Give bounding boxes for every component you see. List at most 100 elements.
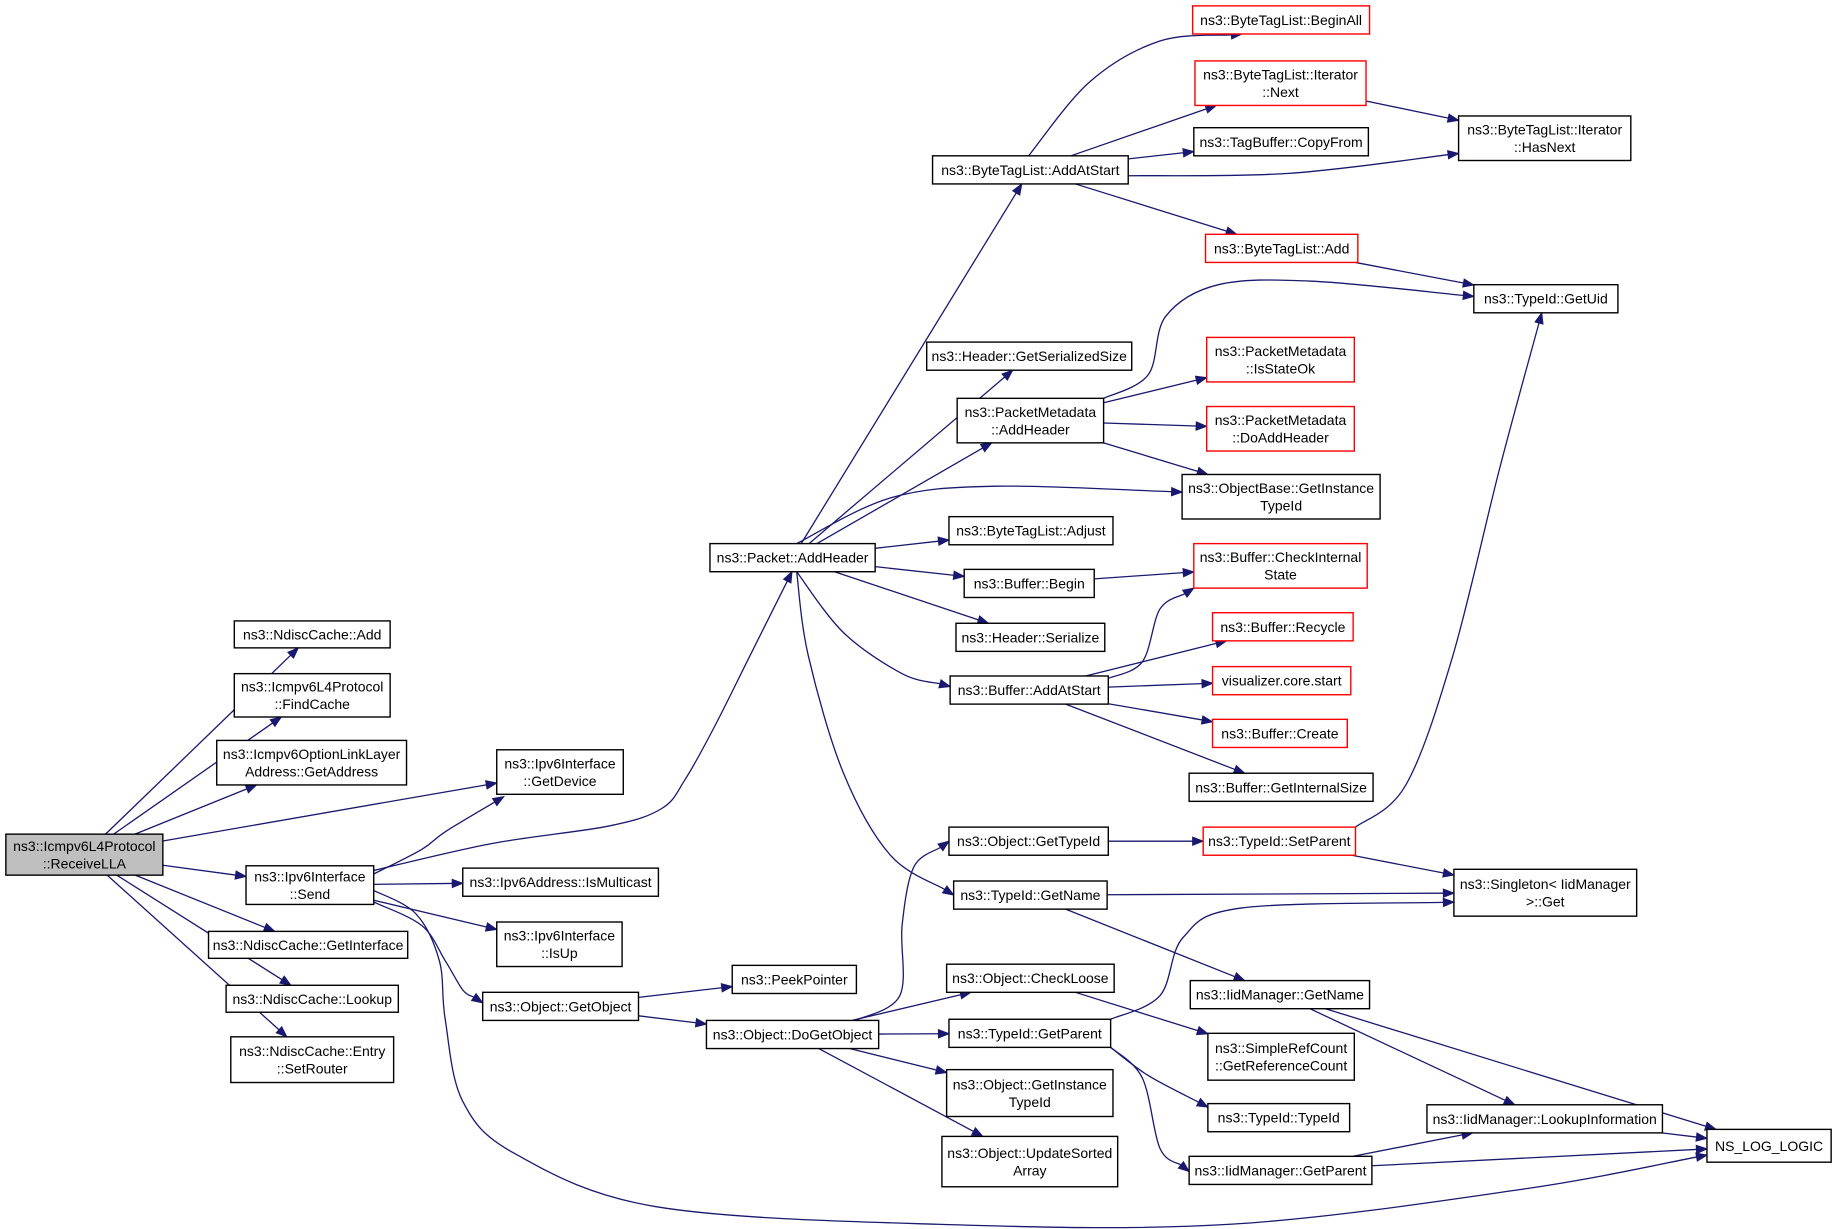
- node-typeid_getparent[interactable]: ns3::TypeId::GetParent: [948, 1018, 1112, 1049]
- edge-root-to-getaddress: [134, 784, 258, 835]
- node-iid_getparent[interactable]: ns3::IidManager::GetParent: [1188, 1155, 1373, 1186]
- node-btl_beginall[interactable]: ns3::ByteTagList::BeginAll: [1191, 5, 1371, 35]
- node-box: [1193, 126, 1370, 157]
- node-header_serialize[interactable]: ns3::Header::Serialize: [955, 622, 1106, 653]
- edge-pm_addheader-to-getuid: [1103, 279, 1476, 399]
- node-label: NS_LOG_LOGIC: [1715, 1138, 1823, 1154]
- edge-line: [638, 1015, 697, 1024]
- arrowhead-icon: [1442, 868, 1456, 878]
- node-simplerefcount[interactable]: ns3::SimpleRefCount::GetReferenceCount: [1207, 1032, 1356, 1081]
- arrowhead-icon: [1442, 897, 1456, 908]
- node-typeid_typeid[interactable]: ns3::TypeId::TypeId: [1207, 1102, 1351, 1133]
- node-buffer_begin[interactable]: ns3::Buffer::Begin: [963, 568, 1095, 599]
- node-setrouter[interactable]: ns3::NdiscCache::Entry::SetRouter: [230, 1036, 395, 1084]
- edge-line: [1075, 183, 1227, 232]
- edge-buffer_addatstart-to-vis_start: [1108, 678, 1214, 689]
- edge-typeid_getname-to-singleton_get: [1107, 888, 1456, 899]
- node-send[interactable]: ns3::Ipv6Interface::Send: [245, 865, 375, 906]
- node-buffer_getinternalsize[interactable]: ns3::Buffer::GetInternalSize: [1188, 772, 1374, 803]
- node-singleton_get[interactable]: ns3::Singleton< IidManager>::Get: [1453, 868, 1638, 917]
- edge-typeid_setparent-to-singleton_get: [1351, 854, 1456, 878]
- node-typeid_getname[interactable]: ns3::TypeId::GetName: [952, 880, 1108, 910]
- node-iid_lookupinfo[interactable]: ns3::IidManager::LookupInformation: [1426, 1104, 1664, 1134]
- edge-pm_addheader-to-pm_doaddheader: [1103, 421, 1209, 431]
- node-ismulticast[interactable]: ns3::Ipv6Address::IsMulticast: [462, 867, 660, 897]
- node-getaddress[interactable]: ns3::Icmpv6OptionLinkLayerAddress::GetAd…: [216, 739, 408, 786]
- node-box: [1211, 665, 1352, 696]
- node-box: [956, 397, 1105, 444]
- node-obj_checkloose[interactable]: ns3::Object::CheckLoose: [945, 963, 1115, 994]
- arrowhead-icon: [485, 780, 499, 790]
- edge-line: [1371, 1148, 1697, 1167]
- edge-line: [134, 788, 248, 835]
- edge-addheader-to-header_serialize: [834, 571, 990, 625]
- node-obj_gettypeid[interactable]: ns3::Object::GetTypeId: [948, 826, 1109, 856]
- arrowhead-icon: [970, 1126, 985, 1138]
- node-getinterface[interactable]: ns3::NdiscCache::GetInterface: [207, 930, 409, 960]
- node-pm_isstateok[interactable]: ns3::PacketMetadata::IsStateOk: [1206, 336, 1356, 383]
- node-getdevice[interactable]: ns3::Ipv6Interface::GetDevice: [496, 749, 624, 796]
- node-box: [496, 921, 623, 968]
- node-isup[interactable]: ns3::Ipv6Interface::IsUp: [496, 921, 623, 968]
- arrowhead-icon: [1695, 1152, 1709, 1162]
- node-box: [949, 675, 1109, 705]
- node-lookup[interactable]: ns3::NdiscCache::Lookup: [225, 984, 400, 1013]
- node-label: ::GetReferenceCount: [1215, 1057, 1347, 1073]
- node-box: [948, 1018, 1112, 1049]
- edge-line: [1365, 100, 1449, 119]
- node-label: ns3::TypeId::SetParent: [1208, 833, 1351, 849]
- node-box: [945, 1068, 1114, 1118]
- node-btl_iter_hasnext[interactable]: ns3::ByteTagList::Iterator::HasNext: [1457, 115, 1632, 162]
- node-getobject[interactable]: ns3::Object::GetObject: [481, 991, 640, 1022]
- node-pm_doaddheader[interactable]: ns3::PacketMetadata::DoAddHeader: [1206, 405, 1356, 452]
- node-box: [1188, 772, 1374, 803]
- node-iid_getname[interactable]: ns3::IidManager::GetName: [1189, 979, 1371, 1010]
- arrowhead-icon: [1204, 104, 1218, 114]
- node-header_sersize[interactable]: ns3::Header::GetSerializedSize: [926, 341, 1133, 371]
- node-ns_log_logic[interactable]: NS_LOG_LOGIC: [1706, 1128, 1832, 1163]
- node-btl_add[interactable]: ns3::ByteTagList::Add: [1204, 233, 1359, 264]
- node-btl_iter_next[interactable]: ns3::ByteTagList::Iterator::Next: [1194, 60, 1367, 107]
- arrowhead-icon: [1200, 715, 1214, 725]
- node-pm_addheader[interactable]: ns3::PacketMetadata::AddHeader: [956, 397, 1105, 444]
- node-label: ns3::TypeId::TypeId: [1218, 1110, 1340, 1126]
- node-peekpointer[interactable]: ns3::PeekPointer: [731, 964, 858, 995]
- node-label: ::Next: [1262, 84, 1299, 100]
- node-box: [1194, 60, 1367, 107]
- node-vis_start[interactable]: visualizer.core.start: [1211, 665, 1352, 696]
- node-addheader[interactable]: ns3::Packet::AddHeader: [709, 542, 876, 573]
- edge-line: [1103, 279, 1464, 399]
- edge-addheader-to-typeid_getname: [796, 571, 955, 896]
- node-getuid[interactable]: ns3::TypeId::GetUid: [1473, 283, 1619, 314]
- node-label: ns3::PacketMetadata: [965, 404, 1097, 420]
- node-buffer_create[interactable]: ns3::Buffer::Create: [1211, 718, 1348, 749]
- node-box: [705, 1019, 880, 1050]
- node-label: TypeId: [1260, 497, 1302, 513]
- node-root[interactable]: ns3::Icmpv6L4Protocol::ReceiveLLA: [5, 833, 164, 876]
- edge-getobject-to-peekpointer: [638, 983, 734, 999]
- node-dogetobject[interactable]: ns3::Object::DoGetObject: [705, 1019, 880, 1050]
- edge-line: [1355, 261, 1464, 284]
- edge-line: [1110, 1046, 1199, 1103]
- node-ndisc_add[interactable]: ns3::NdiscCache::Add: [233, 620, 391, 649]
- node-typeid_setparent[interactable]: ns3::TypeId::SetParent: [1202, 826, 1357, 856]
- arrowhead-icon: [1182, 567, 1196, 578]
- node-btl_adjust[interactable]: ns3::ByteTagList::Adjust: [948, 515, 1114, 546]
- node-tagbuffer_copy[interactable]: ns3::TagBuffer::CopyFrom: [1193, 126, 1370, 157]
- node-buffer_addatstart[interactable]: ns3::Buffer::AddAtStart: [949, 675, 1109, 705]
- node-box: [731, 964, 858, 995]
- arrowhead-icon: [694, 1017, 708, 1028]
- node-btl_addatstart[interactable]: ns3::ByteTagList::AddAtStart: [931, 155, 1129, 185]
- node-findcache[interactable]: ns3::Icmpv6L4Protocol::FindCache: [233, 672, 391, 718]
- edge-line: [1355, 322, 1540, 828]
- node-label: ns3::NdiscCache::Add: [243, 626, 382, 642]
- node-buffer_recycle[interactable]: ns3::Buffer::Recycle: [1211, 612, 1354, 642]
- arrowhead-icon: [278, 975, 293, 987]
- node-box: [1193, 542, 1368, 589]
- edge-send-to-ns_log_logic: [373, 889, 1709, 1229]
- edge-line: [796, 571, 946, 891]
